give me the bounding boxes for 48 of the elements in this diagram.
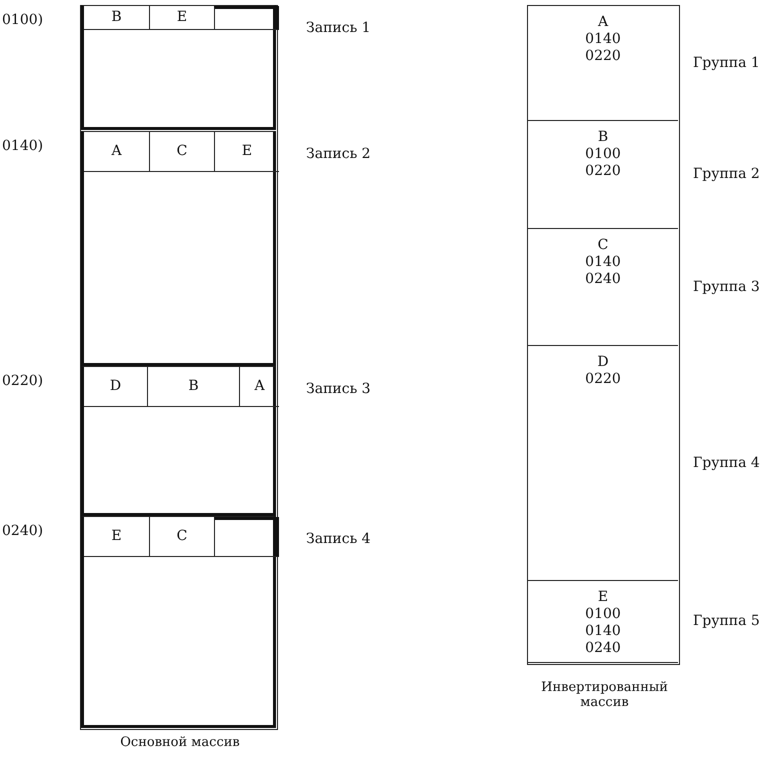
field-key: E bbox=[176, 8, 188, 26]
field-cell bbox=[239, 367, 279, 407]
record-label: Запись 2 bbox=[306, 146, 371, 162]
group-label: Группа 5 bbox=[693, 613, 760, 629]
field-cell bbox=[149, 517, 214, 557]
field-key: D bbox=[110, 378, 122, 395]
record-label: Запись 3 bbox=[306, 381, 371, 397]
field-cell bbox=[214, 132, 279, 172]
array-caption: Инвертированный массив bbox=[540, 680, 669, 710]
field-key: B bbox=[111, 8, 122, 26]
group-label: Группа 2 bbox=[693, 166, 760, 182]
field-cell bbox=[214, 517, 279, 557]
record-address: 0220 bbox=[585, 371, 621, 388]
address-label: 0100) bbox=[2, 12, 44, 28]
field-cell bbox=[149, 132, 214, 172]
address-label: 0220) bbox=[2, 373, 44, 389]
record-label: Запись 1 bbox=[306, 20, 371, 36]
record-address: 0140 bbox=[585, 254, 621, 271]
key-letter: A bbox=[598, 14, 608, 31]
field-cell bbox=[147, 367, 239, 407]
field-key: A bbox=[254, 378, 265, 395]
record-address: 0220 bbox=[585, 48, 621, 65]
field-key: E bbox=[242, 143, 252, 160]
field-key: C bbox=[176, 143, 188, 160]
record-address: 0100 bbox=[585, 606, 621, 623]
field-cell bbox=[214, 6, 279, 30]
field-cell bbox=[149, 6, 214, 30]
group-label: Группа 3 bbox=[693, 278, 760, 294]
record-address: 0240 bbox=[585, 640, 621, 657]
field-key: B bbox=[188, 378, 199, 395]
field-key: A bbox=[111, 143, 122, 160]
key-letter: D bbox=[597, 354, 609, 371]
address-label: 0240) bbox=[2, 523, 44, 539]
key-letter: B bbox=[598, 129, 608, 146]
record-address: 0240 bbox=[585, 271, 621, 288]
key-letter: C bbox=[598, 237, 608, 254]
group-label: Группа 4 bbox=[693, 454, 760, 470]
record-address: 0140 bbox=[585, 623, 621, 640]
record-address: 0220 bbox=[585, 163, 621, 180]
address-label: 0140) bbox=[2, 138, 44, 154]
group-label: Группа 1 bbox=[693, 54, 760, 70]
record-address: 0100 bbox=[585, 146, 621, 163]
field-key: E bbox=[111, 528, 122, 545]
record-label: Запись 4 bbox=[306, 531, 371, 547]
record-address: 0140 bbox=[585, 31, 621, 48]
key-letter: E bbox=[598, 589, 608, 606]
array-caption: Основной массив bbox=[119, 735, 241, 750]
field-key: C bbox=[176, 528, 188, 545]
